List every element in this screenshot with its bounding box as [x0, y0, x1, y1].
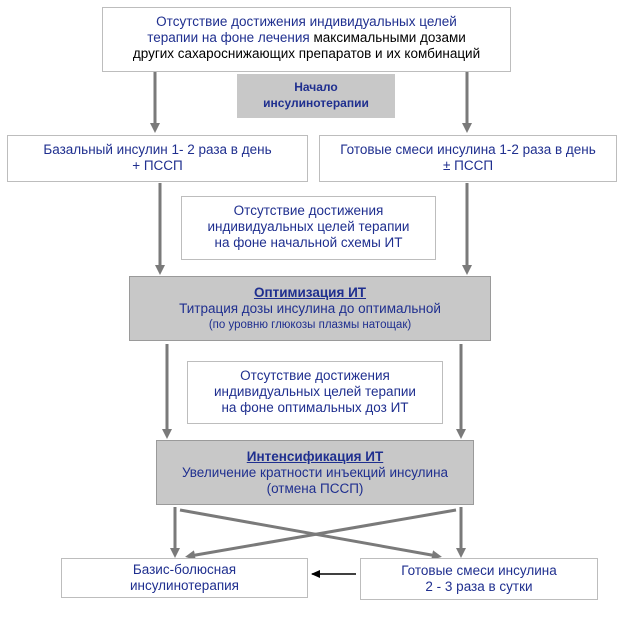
start-insulin-label: Начало инсулинотерапии	[237, 74, 395, 118]
note2-line-3: на фоне оптимальных доз ИТ	[221, 400, 409, 415]
note2-line-2: индивидуальных целей терапии	[214, 384, 416, 399]
intensification-box: Интенсификация ИТ Увеличение кратности и…	[156, 440, 474, 505]
premixed-line-2: ± ПССП	[442, 158, 494, 173]
ready-mixes-line-1: Готовые смеси инсулина	[401, 563, 557, 578]
optimal-dose-failure-note: Отсутствие достижения индивидуальных цел…	[187, 361, 443, 424]
note1-line-3: на фоне начальной схемы ИТ	[214, 235, 403, 250]
premixed-insulin-box: Готовые смеси инсулина 1-2 раза в день ±…	[319, 135, 617, 182]
top-line-1: Отсутствие достижения индивидуальных цел…	[156, 14, 457, 29]
note1-line-2: индивидуальных целей терапии	[207, 219, 410, 234]
intensification-line-1: Увеличение кратности инъекций инсулина	[181, 465, 449, 480]
top-line-2b: максимальными дозами	[313, 30, 466, 45]
ready-mixes-box: Готовые смеси инсулина 2 - 3 раза в сутк…	[360, 558, 598, 600]
top-line-2a: терапии на фоне лечения	[147, 30, 314, 45]
top-line-3: других сахароснижающих препаратов и их к…	[132, 46, 481, 61]
optimization-line-1: Титрация дозы инсулина до оптимальной	[179, 301, 441, 316]
optimization-box: Оптимизация ИТ Титрация дозы инсулина до…	[129, 276, 491, 341]
note1-line-1: Отсутствие достижения	[233, 203, 384, 218]
initial-scheme-failure-note: Отсутствие достижения индивидуальных цел…	[181, 196, 436, 260]
optimization-title: Оптимизация ИТ	[253, 285, 367, 300]
premixed-line-1: Готовые смеси инсулина 1-2 раза в день	[340, 142, 596, 157]
intensification-title: Интенсификация ИТ	[246, 449, 384, 464]
intensification-line-2: (отмена ПССП)	[266, 481, 364, 496]
note2-line-1: Отсутствие достижения	[240, 368, 390, 383]
optimization-line-2: (по уровню глюкозы плазмы натощак)	[208, 319, 412, 331]
basal-line-1: Базальный инсулин 1- 2 раза в день	[43, 142, 272, 157]
start-label-line-2: инсулинотерапии	[263, 96, 369, 110]
arrow-cross-2	[185, 508, 457, 561]
basal-insulin-box: Базальный инсулин 1- 2 раза в день + ПСС…	[7, 135, 308, 182]
arrow-cross-1	[179, 508, 442, 561]
ready-mixes-line-2: 2 - 3 раза в сутки	[425, 579, 533, 594]
basal-line-2: + ПССП	[132, 158, 183, 173]
start-label-line-1: Начало	[294, 80, 338, 94]
basis-bolus-box: Базис-болюсная инсулинотерапия	[61, 558, 308, 598]
top-condition-box: Отсутствие достижения индивидуальных цел…	[102, 7, 511, 72]
basis-bolus-line-1: Базис-болюсная	[132, 562, 237, 577]
basis-bolus-line-2: инсулинотерапия	[129, 578, 239, 593]
